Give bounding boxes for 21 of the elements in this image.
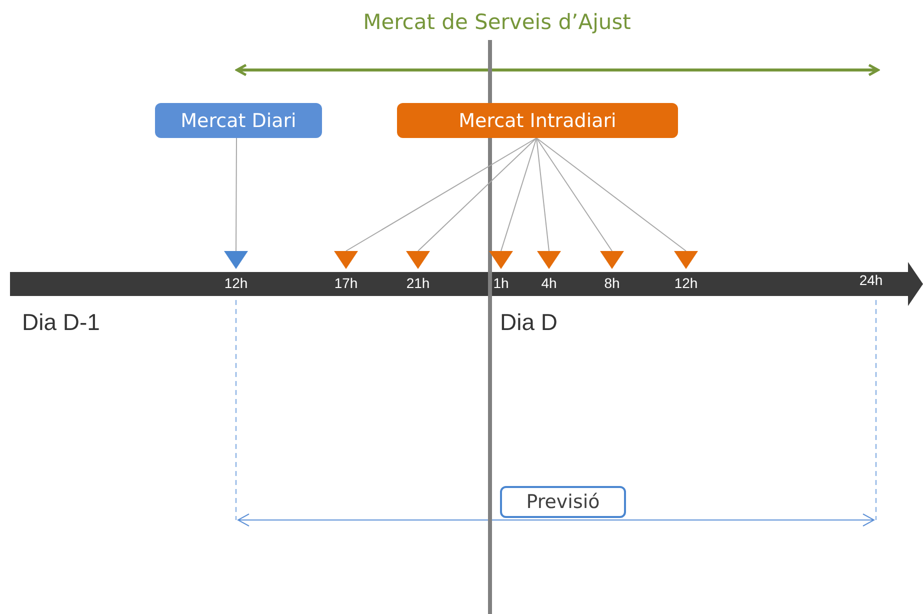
time-label: 17h xyxy=(334,275,358,291)
forecast-box: Previsió xyxy=(500,486,626,518)
time-label: 21h xyxy=(406,275,430,291)
market-box: Mercat Intradiari xyxy=(397,103,678,138)
connector-line xyxy=(236,138,237,252)
time-label: 24h xyxy=(859,272,883,288)
time-label: 12h xyxy=(224,275,248,291)
range-title: Mercat de Serveis d’Ajust xyxy=(363,10,631,34)
day-label: Dia D xyxy=(500,309,558,336)
connector-line xyxy=(346,138,537,252)
time-label: 1h xyxy=(493,275,509,291)
connector-line xyxy=(418,138,537,252)
connector-line xyxy=(500,138,537,252)
connector-line xyxy=(536,138,612,252)
day-label: Dia D-1 xyxy=(22,309,100,336)
time-label: 4h xyxy=(541,275,557,291)
time-label: 8h xyxy=(604,275,620,291)
connector-line xyxy=(536,138,550,252)
connector-line xyxy=(536,138,686,252)
time-label: 12h xyxy=(674,275,698,291)
market-box: Mercat Diari xyxy=(155,103,322,138)
